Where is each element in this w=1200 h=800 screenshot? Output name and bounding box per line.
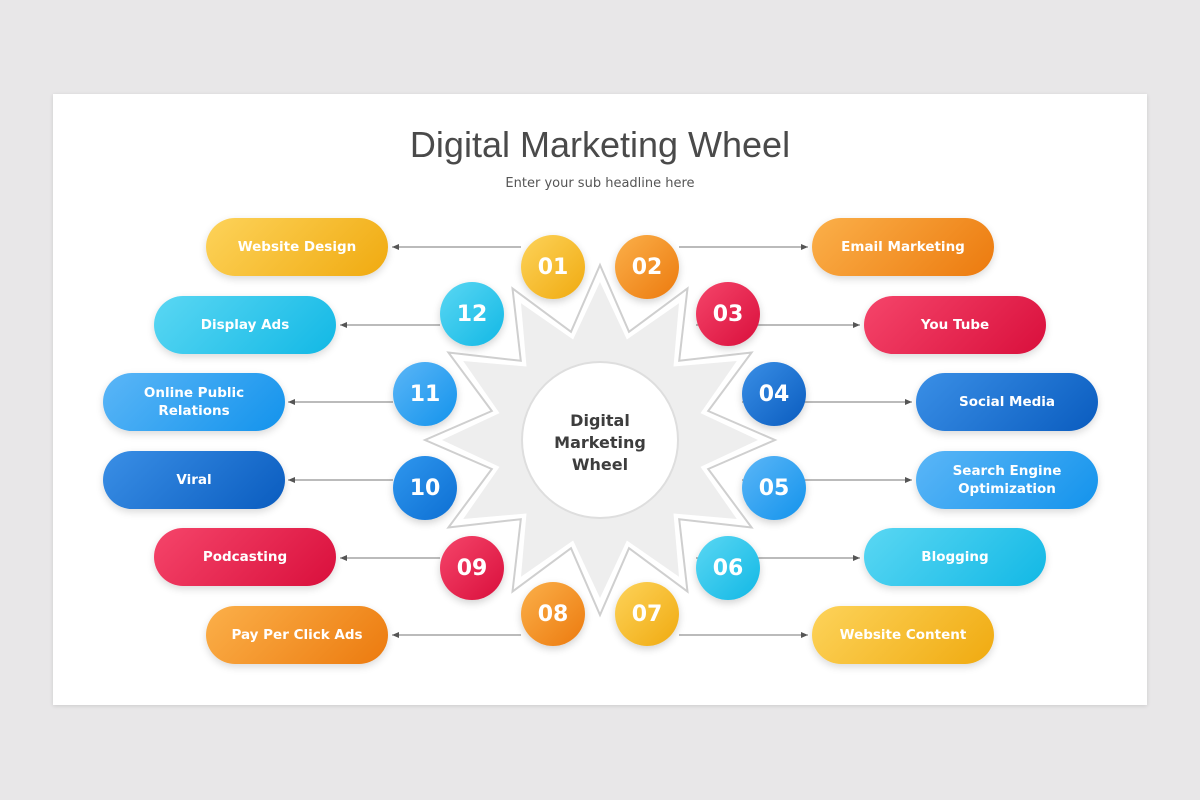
pill-website-design: Website Design (206, 218, 388, 276)
number-circle-09: 09 (440, 536, 504, 600)
pill-search-engine-optimization: Search Engine Optimization (916, 451, 1098, 509)
wheel-center-circle (521, 361, 679, 519)
center-line-1: Digital (570, 411, 630, 430)
pill-email-marketing: Email Marketing (812, 218, 994, 276)
pill-blogging: Blogging (864, 528, 1046, 586)
number-circle-05: 05 (742, 456, 806, 520)
center-line-3: Wheel (571, 455, 629, 474)
number-circle-11: 11 (393, 362, 457, 426)
number-circle-10: 10 (393, 456, 457, 520)
number-circle-02: 02 (615, 235, 679, 299)
page-title: Digital Marketing Wheel (409, 124, 791, 165)
pill-website-content: Website Content (812, 606, 994, 664)
number-circle-06: 06 (696, 536, 760, 600)
number-circle-08: 08 (521, 582, 585, 646)
center-line-2: Marketing (554, 433, 646, 452)
number-circle-01: 01 (521, 235, 585, 299)
pill-podcasting: Podcasting (154, 528, 336, 586)
pill-online-public-relations: Online Public Relations (103, 373, 285, 431)
number-circle-03: 03 (696, 282, 760, 346)
pill-viral: Viral (103, 451, 285, 509)
wheel-center-label: Digital Marketing Wheel (540, 410, 660, 476)
number-circle-04: 04 (742, 362, 806, 426)
number-circle-07: 07 (615, 582, 679, 646)
pill-you-tube: You Tube (864, 296, 1046, 354)
page-subtitle: Enter your sub headline here (505, 176, 695, 191)
number-circle-12: 12 (440, 282, 504, 346)
pill-social-media: Social Media (916, 373, 1098, 431)
pill-pay-per-click-ads: Pay Per Click Ads (206, 606, 388, 664)
pill-display-ads: Display Ads (154, 296, 336, 354)
